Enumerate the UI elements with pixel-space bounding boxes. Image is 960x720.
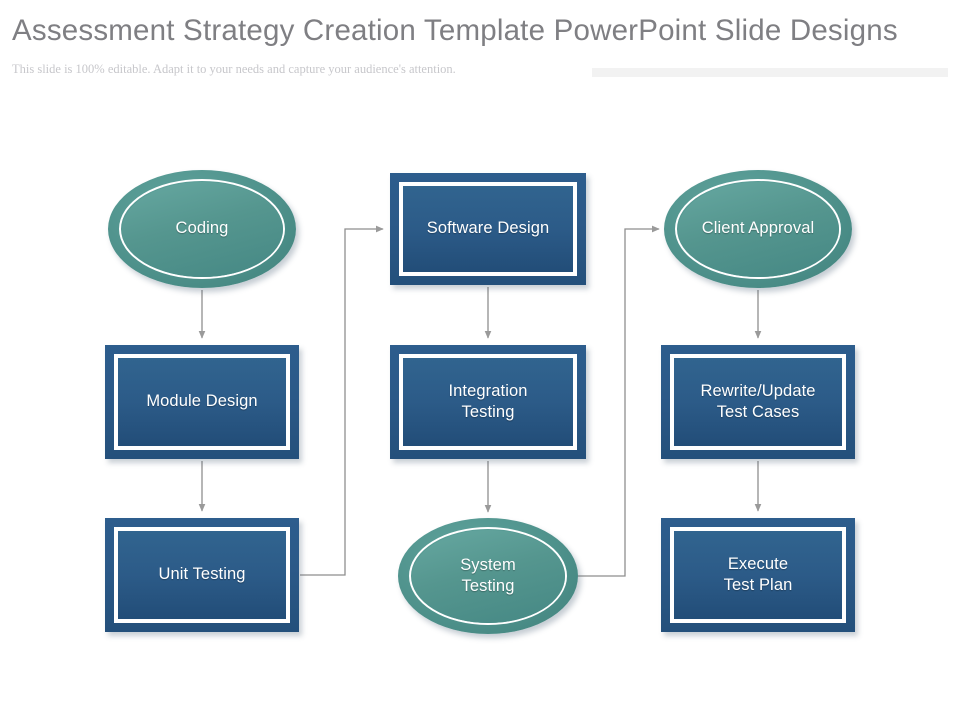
node-unit-testing[interactable]: Unit Testing (105, 518, 299, 632)
node-unit-testing-label: Unit Testing (158, 565, 246, 584)
node-software-design[interactable]: Software Design (390, 173, 586, 285)
node-module-design[interactable]: Module Design (105, 345, 299, 459)
node-rewrite-update-test-cases[interactable]: Rewrite/Update Test Cases (661, 345, 855, 459)
node-system-testing-label: System Testing (460, 555, 516, 595)
header-divider (592, 68, 948, 77)
node-execute-test-plan[interactable]: Execute Test Plan (661, 518, 855, 632)
page-title: Assessment Strategy Creation Template Po… (12, 14, 898, 47)
node-integration-testing-label: Integration Testing (448, 381, 528, 421)
node-rewrite-update-test-cases-label: Rewrite/Update Test Cases (700, 381, 816, 421)
node-coding[interactable]: Coding (108, 170, 296, 288)
node-client-approval[interactable]: Client Approval (664, 170, 852, 288)
node-client-approval-label: Client Approval (701, 219, 815, 238)
node-execute-test-plan-label: Execute Test Plan (723, 554, 793, 594)
node-module-design-label: Module Design (146, 392, 258, 411)
slide-header: Assessment Strategy Creation Template Po… (0, 0, 960, 92)
edge-system-testing-to-client-approval (578, 225, 660, 577)
node-integration-testing[interactable]: Integration Testing (390, 345, 586, 459)
node-system-testing[interactable]: System Testing (398, 518, 578, 634)
node-software-design-label: Software Design (426, 219, 550, 238)
edge-unit-testing-to-software-design (300, 225, 384, 576)
node-coding-label: Coding (175, 219, 229, 238)
slide-subtitle: This slide is 100% editable. Adapt it to… (12, 62, 456, 76)
